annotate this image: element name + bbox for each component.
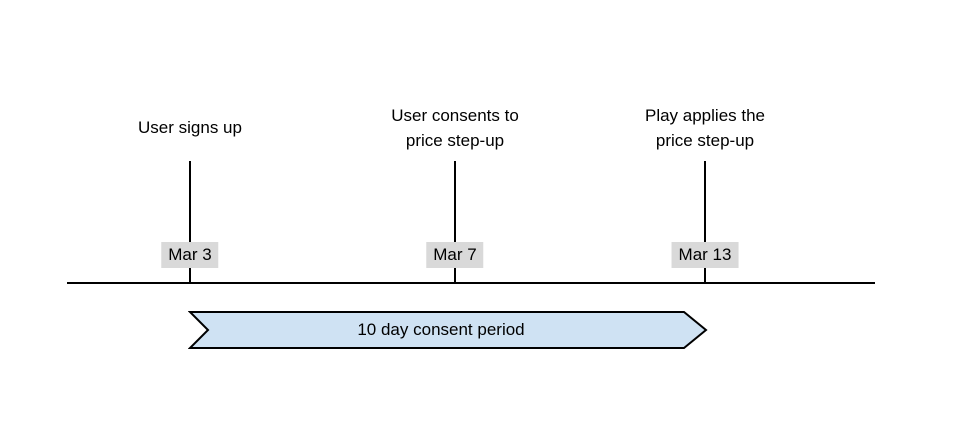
event-tick-mar-7	[454, 161, 456, 283]
banner-label: 10 day consent period	[357, 320, 525, 339]
event-date-badge-mar-7: Mar 7	[426, 242, 484, 268]
event-label-play-applies: Play applies the price step-up	[644, 105, 766, 150]
consent-period-banner: 10 day consent period	[188, 310, 708, 350]
event-tick-mar-3	[189, 161, 191, 283]
event-date-badge-mar-3: Mar 3	[161, 242, 219, 268]
banner-arrow-shape	[188, 311, 708, 349]
event-label-user-signs-up: User signs up	[138, 118, 242, 137]
event-label-user-consents: User consents to price step-up	[391, 105, 519, 150]
event-date-badge-mar-13: Mar 13	[671, 242, 739, 268]
timeline-axis	[67, 282, 875, 284]
event-tick-mar-13	[704, 161, 706, 283]
